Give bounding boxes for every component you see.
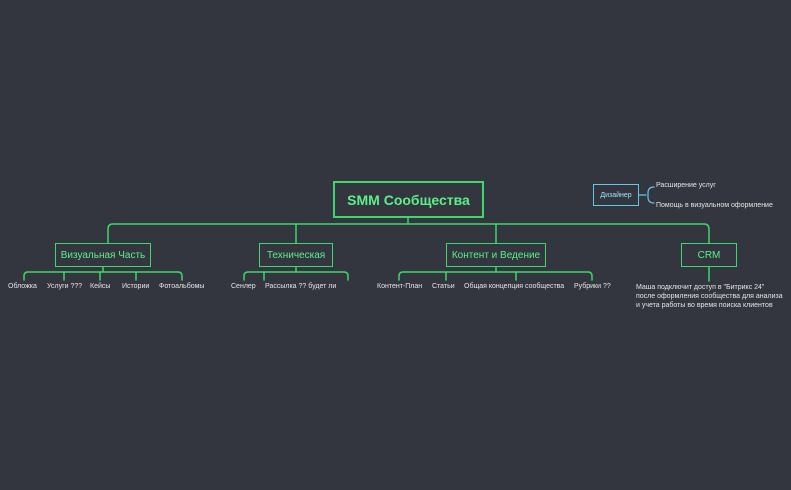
crm-note-line: и учета работы во время поиска клиентов [636,302,773,309]
leaf-cases[interactable]: Кейсы [90,283,111,290]
leaf-rubrics[interactable]: Рубрики ?? [574,283,611,290]
leaf-cover[interactable]: Обложка [8,283,37,290]
connector-designer [638,186,655,204]
leaf-articles[interactable]: Статьи [432,283,455,290]
crm-note-line: после оформления сообщества для анализа [636,293,783,300]
crm-note-line: Маша подключит доступ в "Битрикс 24" [636,284,765,291]
leaf-visual-help[interactable]: Помощь в визуальном оформление [656,202,773,209]
connector-visual-leaves [63,271,137,281]
leaf-extend-services[interactable]: Расширение услуг [656,182,716,189]
crm-note[interactable]: Маша подключит доступ в "Битрикс 24" пос… [636,283,786,310]
leaf-stories[interactable]: Истории [122,283,150,290]
leaf-mailing[interactable]: Рассылка ?? будет ли [265,283,337,290]
connector-visual-bus [23,266,183,281]
leaf-services[interactable]: Услуги ??? [47,283,83,290]
branch-crm[interactable]: CRM [681,243,737,267]
connector-content-bus [398,266,593,281]
leaf-albums[interactable]: Фотоальбомы [159,283,205,290]
branch-technical[interactable]: Техническая [259,243,333,267]
leaf-concept[interactable]: Общая концепция сообщества [464,283,565,290]
branch-content[interactable]: Контент и Ведение [446,243,546,267]
root-node[interactable]: SMM Сообщества [333,181,484,218]
leaf-content-plan[interactable]: Контент-План [377,283,423,290]
branch-visual[interactable]: Визуальная Часть [55,243,151,267]
connector-technical-bus [243,266,349,281]
leaf-senler[interactable]: Сенлер [231,283,256,290]
connector-root-bus [107,223,710,244]
designer-node[interactable]: Дизайнер [593,184,639,206]
connector-content-leaves [445,271,517,281]
